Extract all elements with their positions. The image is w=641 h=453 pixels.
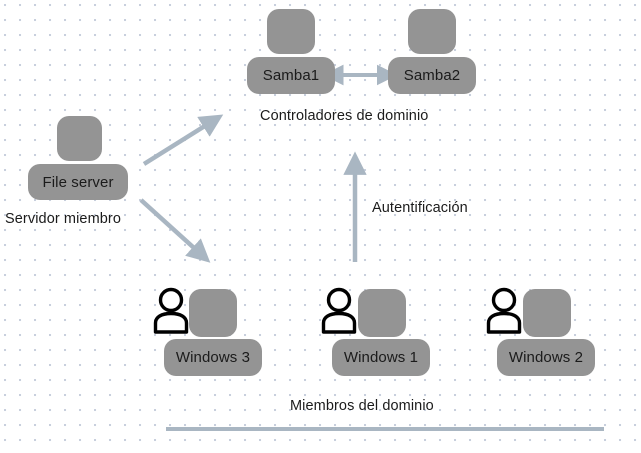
caption-domain-members: Miembros del dominio: [290, 398, 434, 414]
server-icon: [358, 289, 406, 337]
user-icon: [486, 287, 522, 334]
server-icon: [189, 289, 237, 337]
node-samba2-label: Samba2: [388, 57, 476, 94]
server-icon: [57, 116, 102, 161]
user-icon: [321, 287, 357, 334]
caption-domain-controllers: Controladores de dominio: [260, 108, 429, 124]
node-file-server-label: File server: [28, 164, 128, 200]
server-icon: [267, 9, 315, 54]
caption-member-server: Servidor miembro: [5, 211, 122, 227]
node-windows1-label: Windows 1: [332, 339, 430, 376]
server-icon: [523, 289, 571, 337]
connector-fileserver-to-clients: [139, 198, 211, 263]
server-icon: [408, 9, 456, 54]
connector-fileserver-to-dc: [142, 114, 224, 166]
caption-authentication: Autentificación: [372, 200, 468, 216]
user-icon: [153, 287, 189, 334]
node-samba1-label: Samba1: [247, 57, 335, 94]
node-windows2-label: Windows 2: [497, 339, 595, 376]
node-windows3-label: Windows 3: [164, 339, 262, 376]
